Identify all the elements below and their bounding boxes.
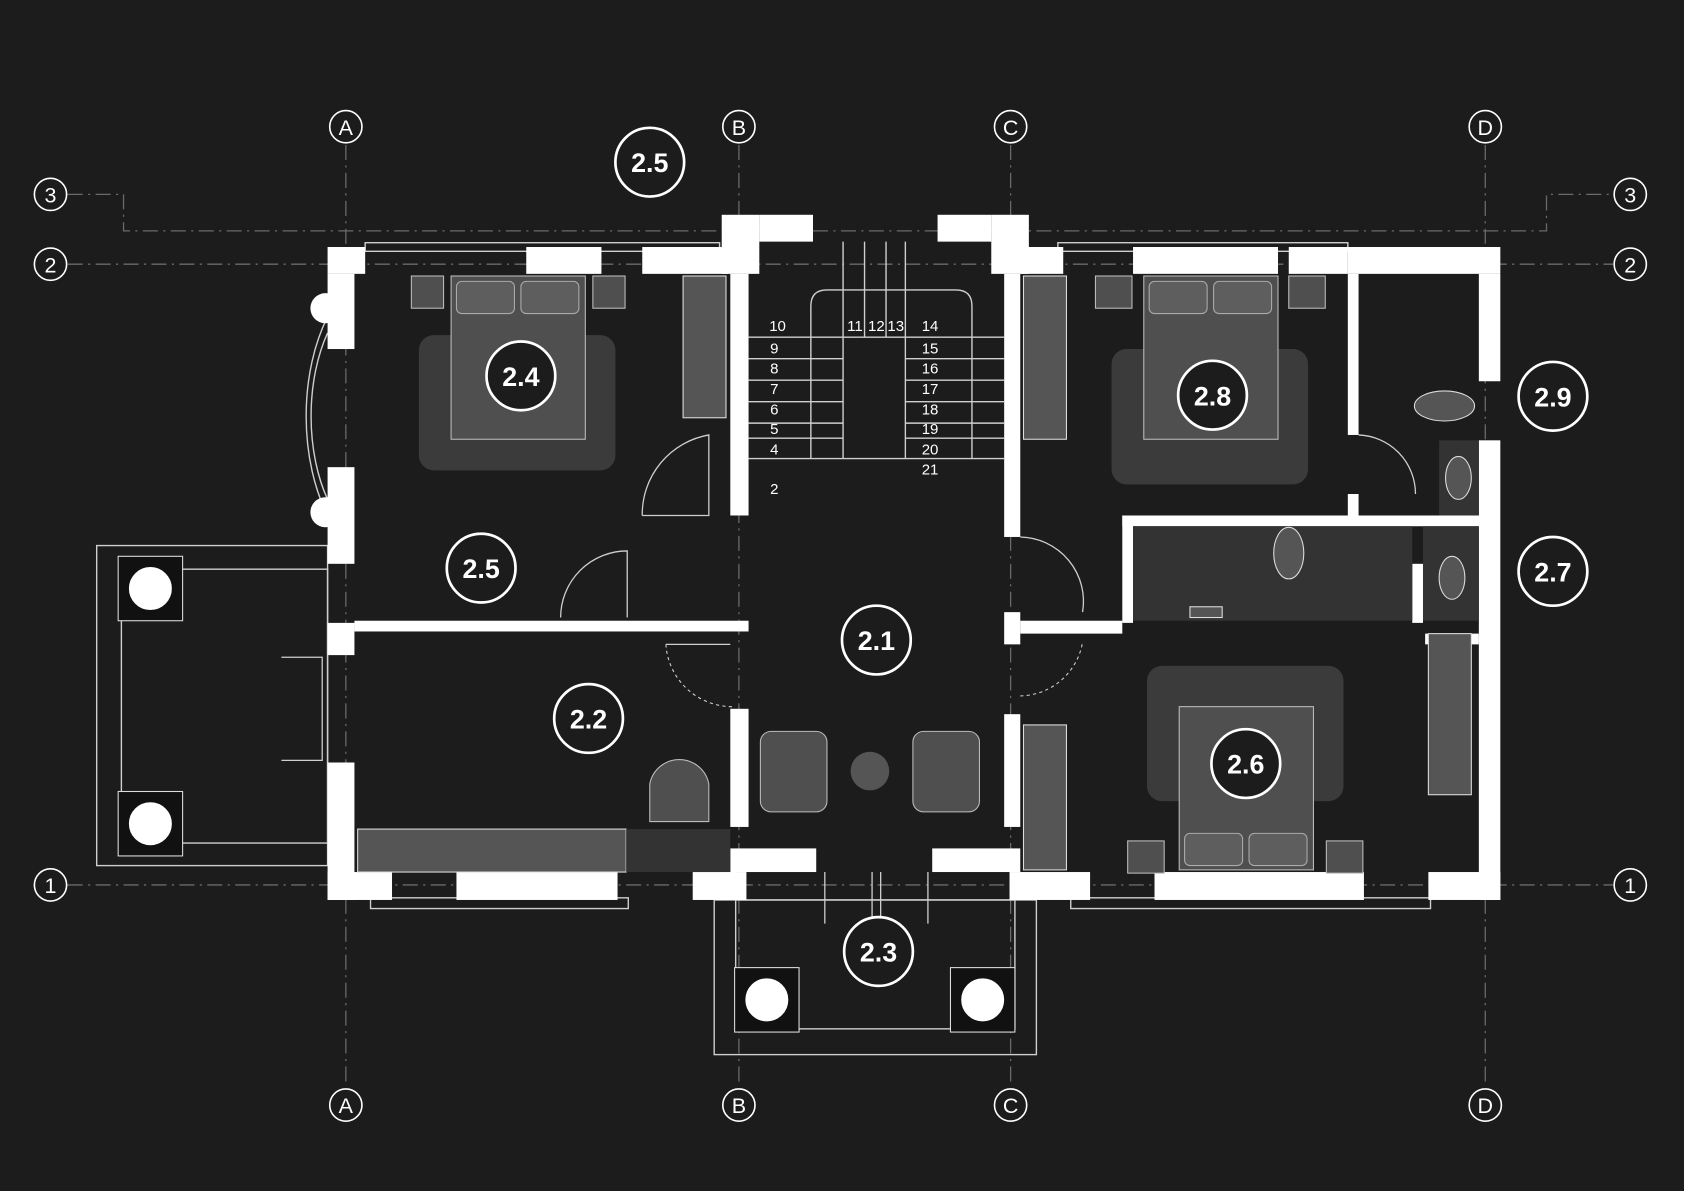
staircase: 10 9 8 7 6 5 4 2 11 12 13 14 15 16 17 18…	[748, 241, 1005, 498]
stair-number: 2	[770, 481, 778, 498]
stair-number: 13	[887, 318, 904, 335]
stair-number: 9	[770, 340, 778, 357]
svg-text:2.3: 2.3	[860, 938, 897, 968]
svg-text:2: 2	[45, 253, 57, 277]
stair-number: 21	[922, 462, 939, 479]
living-furniture	[649, 730, 981, 823]
svg-text:3: 3	[1624, 183, 1636, 207]
svg-text:B: B	[732, 116, 746, 140]
grid-bubble-a-bottom: A	[328, 1088, 363, 1122]
grid-bubble-d-bottom: D	[1468, 1088, 1503, 1122]
svg-text:2.5: 2.5	[463, 554, 500, 584]
room-label-2-7: 2.7	[1517, 535, 1589, 608]
svg-text:D: D	[1478, 1094, 1494, 1118]
grid-bubble-a-top: A	[328, 109, 363, 144]
svg-text:D: D	[1478, 116, 1494, 140]
grid-bubble-c-bottom: C	[993, 1088, 1028, 1122]
grid-bubble-c-top: C	[993, 109, 1028, 144]
columns	[117, 293, 1016, 1033]
svg-text:2.9: 2.9	[1534, 382, 1571, 412]
room-label-2-4: 2.4	[485, 340, 557, 412]
grid-bubble-1-left: 1	[33, 868, 68, 902]
grid-bubble-2-left: 2	[33, 247, 68, 282]
room-label-2-8: 2.8	[1176, 359, 1249, 431]
svg-text:1: 1	[1624, 874, 1636, 898]
room-label-2-1: 2.1	[840, 604, 913, 676]
svg-text:A: A	[339, 116, 354, 140]
stair-number: 5	[770, 421, 778, 438]
stair-number: 19	[922, 421, 939, 438]
balcony-outlines	[95, 242, 1432, 1056]
room-label-title: 2.5	[614, 126, 686, 198]
stair-number: 20	[922, 441, 939, 458]
bathroom-fixtures	[1133, 390, 1479, 621]
stair-number: 7	[770, 381, 778, 398]
grid-bubble-2-right: 2	[1613, 247, 1648, 282]
svg-text:2.6: 2.6	[1227, 750, 1264, 780]
stair-number: 12	[868, 318, 885, 335]
stair-number: 16	[922, 361, 939, 378]
stair-number: 6	[770, 402, 778, 419]
grid-bubble-d-top: D	[1468, 109, 1503, 144]
stair-number: 10	[769, 318, 786, 335]
svg-text:2.7: 2.7	[1534, 557, 1571, 587]
svg-text:2.5: 2.5	[631, 148, 668, 178]
svg-text:A: A	[339, 1094, 354, 1118]
room-label-2-9: 2.9	[1517, 360, 1589, 432]
walls	[327, 214, 1501, 900]
stair-number: 4	[770, 441, 778, 458]
room-label-2-5: 2.5	[445, 532, 517, 604]
stair-number: 15	[922, 340, 939, 357]
svg-text:3: 3	[45, 183, 57, 207]
grid-bubble-b-bottom: B	[721, 1088, 756, 1122]
grid-bubble-b-top: B	[721, 109, 756, 144]
stair-treads	[748, 241, 1005, 460]
room-label-2-2: 2.2	[552, 682, 625, 755]
svg-text:C: C	[1003, 116, 1019, 140]
svg-text:1: 1	[45, 874, 57, 898]
svg-text:2.2: 2.2	[570, 705, 607, 735]
grid-bubble-3-left: 3	[33, 177, 68, 212]
stair-number: 17	[922, 381, 939, 398]
svg-text:2: 2	[1624, 253, 1636, 277]
stair-number: 8	[770, 361, 778, 378]
svg-text:2.1: 2.1	[858, 626, 895, 656]
svg-text:2.8: 2.8	[1194, 381, 1231, 411]
stair-number: 11	[847, 318, 863, 335]
wardrobes	[357, 275, 1472, 873]
svg-text:B: B	[732, 1094, 746, 1118]
room-label-2-3: 2.3	[842, 915, 915, 988]
room-label-2-6: 2.6	[1210, 727, 1282, 800]
stair-number: 18	[922, 402, 939, 419]
grid-bubble-1-right: 1	[1613, 868, 1648, 902]
svg-text:2.4: 2.4	[502, 362, 539, 392]
svg-text:C: C	[1003, 1094, 1019, 1118]
grid-bubble-3-right: 3	[1613, 177, 1648, 212]
stair-number: 14	[922, 318, 939, 335]
